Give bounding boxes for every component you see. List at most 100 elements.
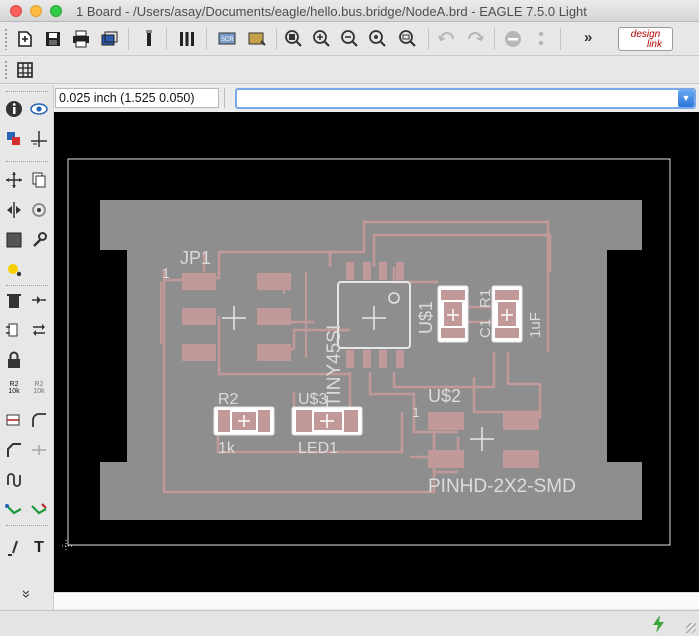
command-line-grip	[224, 88, 227, 108]
run-ulp-button[interactable]	[246, 28, 268, 50]
horizontal-scrollbar[interactable]	[54, 592, 699, 609]
value-tool-button[interactable]: R2 10k	[28, 377, 50, 399]
move-tool-button[interactable]	[3, 169, 25, 191]
u2-origin-cross	[470, 427, 494, 451]
save-button[interactable]	[42, 28, 64, 50]
layer-settings-button[interactable]	[176, 28, 198, 50]
zoom-in-button[interactable]	[311, 28, 333, 50]
led1-pad-left	[296, 410, 312, 432]
group-tool-button[interactable]	[3, 229, 25, 251]
miter-tool-button[interactable]	[28, 409, 50, 431]
wire-tool-button[interactable]	[3, 537, 25, 559]
mark-tool-button[interactable]	[28, 128, 50, 150]
toolbar-grip[interactable]	[4, 28, 8, 50]
layers-color-icon	[7, 132, 20, 145]
toolbar-overflow-button[interactable]: »	[584, 29, 593, 46]
pinhd-label: PINHD-2X2-SMD	[428, 476, 576, 497]
redo-button[interactable]	[464, 28, 486, 50]
split-tool-button[interactable]	[3, 409, 25, 431]
value-tool-label: R2	[34, 381, 44, 388]
u1-label: U$1	[416, 301, 436, 334]
floppy-disk-icon	[46, 32, 60, 46]
zoom-select-icon	[399, 30, 416, 47]
go-icon	[538, 31, 544, 46]
pinswap-tool-button[interactable]	[3, 319, 25, 341]
zoom-window-button[interactable]	[50, 5, 62, 17]
add-part-icon	[32, 296, 46, 304]
title-bar: 1 Board - /Users/asay/Documents/eagle/he…	[0, 0, 699, 22]
layers-icon	[180, 32, 194, 46]
print-button[interactable]	[70, 28, 92, 50]
script-button[interactable]: SCR	[216, 28, 238, 50]
zoom-select-button[interactable]	[397, 28, 419, 50]
autoroute-icon	[5, 504, 22, 515]
u2-pads	[428, 412, 539, 468]
design-link-button[interactable]: design link	[618, 27, 673, 51]
move-icon	[6, 172, 22, 188]
board-canvas[interactable]: JP1 1 ATTINY45SI U$1	[54, 112, 699, 592]
change-tool-button[interactable]	[28, 229, 50, 251]
palette-separator	[6, 285, 48, 286]
toolbar-grip[interactable]	[4, 60, 8, 80]
toolbar-separator	[276, 28, 277, 50]
optimize-icon	[7, 443, 21, 457]
display-layers-button[interactable]	[3, 128, 25, 150]
open-file-button[interactable]	[14, 28, 36, 50]
zoom-out-button[interactable]	[339, 28, 361, 50]
zoom-in-icon	[313, 30, 330, 47]
go-button[interactable]	[530, 28, 552, 50]
name-tool-button[interactable]: R2 10k	[3, 377, 25, 399]
cam-icon	[101, 31, 118, 46]
redraw-button[interactable]	[367, 28, 389, 50]
info-tool-button[interactable]	[3, 98, 25, 120]
replace-tool-button[interactable]	[28, 319, 50, 341]
svg-text:SCR: SCR	[221, 37, 234, 43]
r1-pad-bottom	[495, 328, 519, 338]
mark-icon	[31, 131, 47, 147]
resize-grip[interactable]	[686, 623, 696, 633]
autoroute-tool-button[interactable]	[3, 499, 25, 521]
mirror-tool-button[interactable]	[3, 199, 25, 221]
text-tool-button[interactable]: T	[34, 539, 44, 556]
add-tool-button[interactable]	[28, 289, 50, 311]
command-line-input[interactable]	[235, 88, 696, 109]
r2-origin-cross	[238, 415, 250, 427]
undo-button[interactable]	[436, 28, 458, 50]
copy-tool-button[interactable]	[28, 169, 50, 191]
replace-icon	[33, 324, 45, 336]
command-history-dropdown[interactable]: ▼	[678, 90, 694, 107]
minimize-window-button[interactable]	[30, 5, 42, 17]
palette-overflow-button[interactable]: »	[18, 589, 36, 599]
ripup-tool-button[interactable]	[28, 499, 50, 521]
coordinate-display: 0.025 inch (1.525 0.050)	[55, 88, 219, 108]
undo-icon	[438, 32, 454, 42]
r1-pad-top	[495, 290, 519, 300]
trash-icon	[7, 294, 21, 308]
route-tool-button[interactable]	[3, 469, 25, 491]
design-link-label-2: link	[646, 39, 662, 50]
lightning-bolt-icon[interactable]	[650, 614, 666, 634]
stop-button[interactable]	[502, 28, 524, 50]
show-tool-button[interactable]	[28, 98, 50, 120]
status-bar	[0, 610, 699, 636]
toolbar-separator	[428, 28, 429, 50]
tool-palette: R2 10k R2 10k T »	[0, 85, 54, 611]
close-window-button[interactable]	[10, 5, 22, 17]
attiny-body	[337, 281, 411, 349]
c-value-label: 1uF	[527, 312, 544, 338]
paste-tool-button[interactable]	[3, 259, 25, 281]
delete-tool-button[interactable]	[3, 289, 25, 311]
grid-button[interactable]	[14, 59, 36, 81]
rotate-tool-button[interactable]	[28, 199, 50, 221]
open-icon	[18, 31, 32, 47]
cam-processor-button[interactable]	[98, 28, 120, 50]
lock-tool-button[interactable]	[3, 349, 25, 371]
palette-grip	[6, 91, 48, 92]
meander-tool-button[interactable]	[28, 439, 50, 461]
split-icon	[6, 414, 20, 426]
zoom-fit-button[interactable]	[283, 28, 305, 50]
ulp-button[interactable]	[138, 28, 160, 50]
redraw-icon	[369, 30, 386, 47]
board-drawing: JP1 1 ATTINY45SI U$1	[62, 158, 671, 552]
optimize-tool-button[interactable]	[3, 439, 25, 461]
